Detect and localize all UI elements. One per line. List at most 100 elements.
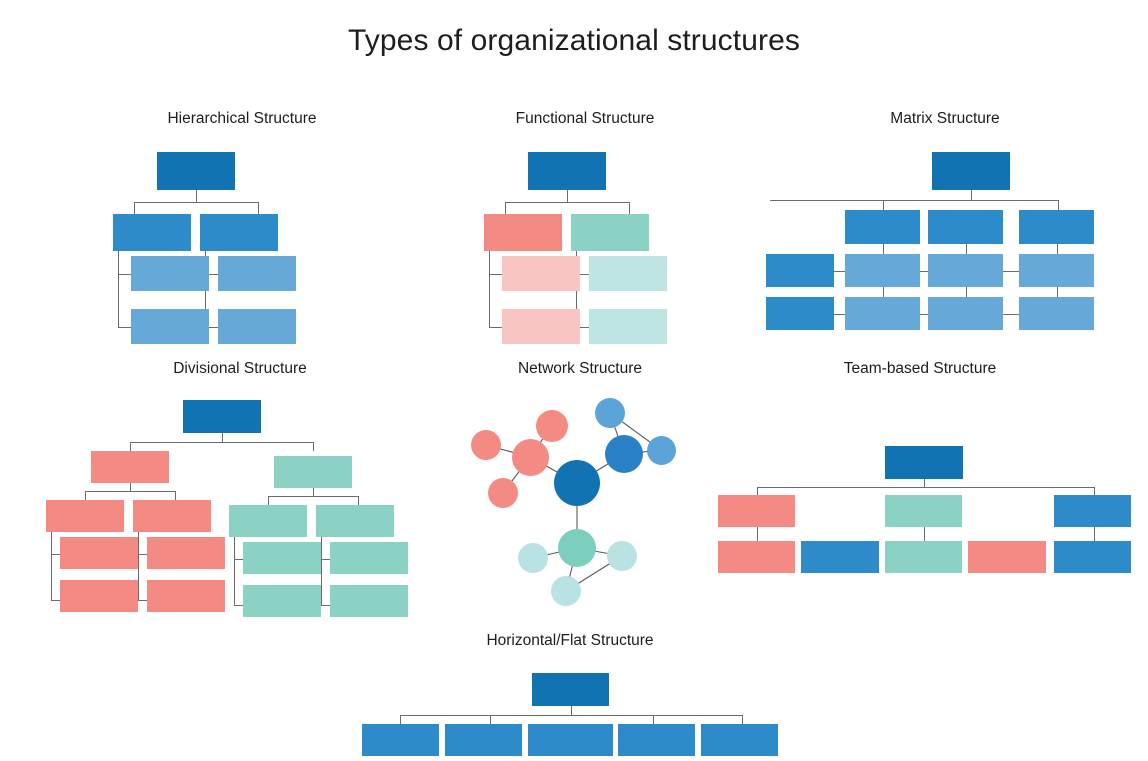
node-child-3[interactable]	[528, 724, 613, 756]
node-leaf-2b-2[interactable]	[330, 585, 408, 617]
node-subfunction-1a[interactable]	[502, 256, 580, 291]
node-salmon-satellite-3[interactable]	[488, 478, 518, 508]
node-manager-1[interactable]	[113, 214, 191, 251]
connector-branch-right	[629, 202, 630, 214]
connector-staff-1b	[118, 327, 132, 328]
node-leaf-1a-2[interactable]	[60, 580, 138, 612]
node-function-1[interactable]	[484, 214, 562, 251]
node-cell-r1c1[interactable]	[845, 254, 920, 287]
connector-division-left	[130, 442, 131, 451]
node-team-1[interactable]	[718, 495, 795, 527]
node-staff-2a[interactable]	[218, 256, 296, 291]
node-teal-satellite-2[interactable]	[607, 541, 637, 571]
node-division-1[interactable]	[91, 451, 169, 483]
connector-row-1-link-b	[920, 271, 928, 272]
connector-col-2-to-row-2	[966, 287, 967, 297]
node-sub-2a[interactable]	[229, 505, 307, 537]
node-sub-1b[interactable]	[133, 500, 211, 532]
node-teal-satellite-3[interactable]	[551, 576, 581, 606]
node-leaf-2a-1[interactable]	[243, 542, 321, 574]
connector-row-2-link-c	[1003, 314, 1019, 315]
connector-staff-2a	[205, 274, 219, 275]
node-cell-r1c2[interactable]	[928, 254, 1003, 287]
node-sub-2b[interactable]	[316, 505, 394, 537]
connector-sub-1a-spine	[51, 532, 52, 600]
node-child-4[interactable]	[618, 724, 695, 756]
node-member-3[interactable]	[885, 541, 962, 573]
connector-bus-level2	[134, 202, 259, 203]
node-team-2[interactable]	[885, 495, 962, 527]
node-blue-primary[interactable]	[605, 435, 643, 473]
node-sub-1a[interactable]	[46, 500, 124, 532]
connector-branch-left	[134, 202, 135, 214]
node-row-header-2[interactable]	[766, 297, 834, 330]
diagram-horizontal-flat: Horizontal/Flat Structure	[340, 632, 800, 761]
node-root[interactable]	[528, 152, 606, 190]
node-manager-2[interactable]	[200, 214, 278, 251]
node-blue-satellite-2[interactable]	[647, 436, 676, 465]
connector-leaf-1b-1	[138, 554, 148, 555]
connector-division-1-sub-b	[175, 491, 176, 500]
node-salmon-primary[interactable]	[512, 439, 549, 476]
node-col-header-1[interactable]	[845, 210, 920, 244]
connector-child-4	[653, 715, 654, 724]
node-root[interactable]	[885, 446, 963, 479]
node-salmon-satellite-2[interactable]	[536, 410, 568, 442]
node-staff-2b[interactable]	[218, 309, 296, 344]
node-leaf-2b-1[interactable]	[330, 542, 408, 574]
node-hub[interactable]	[554, 460, 600, 506]
node-function-2[interactable]	[571, 214, 649, 251]
node-teal-primary[interactable]	[558, 529, 596, 567]
connector-root-down	[567, 190, 568, 202]
node-cell-r2c2[interactable]	[928, 297, 1003, 330]
node-subfunction-2a[interactable]	[589, 256, 667, 291]
connector-child-2	[490, 715, 491, 724]
connector-col-2-to-row-1	[966, 244, 967, 254]
connector-sub-1b-spine	[138, 532, 139, 600]
connector-root-down	[571, 706, 572, 715]
node-col-header-2[interactable]	[928, 210, 1003, 244]
connector-child-1	[400, 715, 401, 724]
node-subfunction-1b[interactable]	[502, 309, 580, 344]
connector-col-3	[1058, 200, 1059, 210]
node-blue-satellite-1[interactable]	[595, 398, 625, 428]
node-member-4[interactable]	[968, 541, 1046, 573]
connector-team-1-down	[757, 527, 758, 541]
node-team-3[interactable]	[1054, 495, 1131, 527]
node-root[interactable]	[157, 152, 235, 190]
node-division-2[interactable]	[274, 456, 352, 488]
node-leaf-1b-1[interactable]	[147, 537, 225, 569]
node-root[interactable]	[183, 400, 261, 433]
node-leaf-1a-1[interactable]	[60, 537, 138, 569]
connector-subfunction-1b	[489, 327, 503, 328]
node-root[interactable]	[532, 673, 609, 706]
diagram-title-functional: Functional Structure	[515, 110, 655, 127]
node-member-5[interactable]	[1054, 541, 1131, 573]
node-cell-r2c3[interactable]	[1019, 297, 1094, 330]
node-salmon-satellite-1[interactable]	[471, 430, 501, 460]
node-cell-r2c1[interactable]	[845, 297, 920, 330]
connector-team-3-down	[1094, 527, 1095, 541]
diagram-title-matrix: Matrix Structure	[890, 110, 1000, 127]
connector-row-1-link-c	[1003, 271, 1019, 272]
node-subfunction-2b[interactable]	[589, 309, 667, 344]
node-child-5[interactable]	[701, 724, 778, 756]
node-teal-satellite-1[interactable]	[518, 543, 548, 573]
node-cell-r1c3[interactable]	[1019, 254, 1094, 287]
node-col-header-3[interactable]	[1019, 210, 1094, 244]
connector-team-3	[1094, 487, 1095, 495]
page-title: Types of organizational structures	[348, 24, 800, 57]
node-member-2[interactable]	[801, 541, 879, 573]
connector-division-2-down	[313, 488, 314, 496]
connector-division-right	[313, 442, 314, 451]
node-staff-1a[interactable]	[131, 256, 209, 291]
node-leaf-2a-2[interactable]	[243, 585, 321, 617]
connector-leaf-2b-2	[321, 605, 331, 606]
node-row-header-1[interactable]	[766, 254, 834, 287]
node-child-2[interactable]	[445, 724, 522, 756]
node-member-1[interactable]	[718, 541, 795, 573]
node-root[interactable]	[932, 152, 1010, 190]
node-leaf-1b-2[interactable]	[147, 580, 225, 612]
node-staff-1b[interactable]	[131, 309, 209, 344]
node-child-1[interactable]	[362, 724, 439, 756]
